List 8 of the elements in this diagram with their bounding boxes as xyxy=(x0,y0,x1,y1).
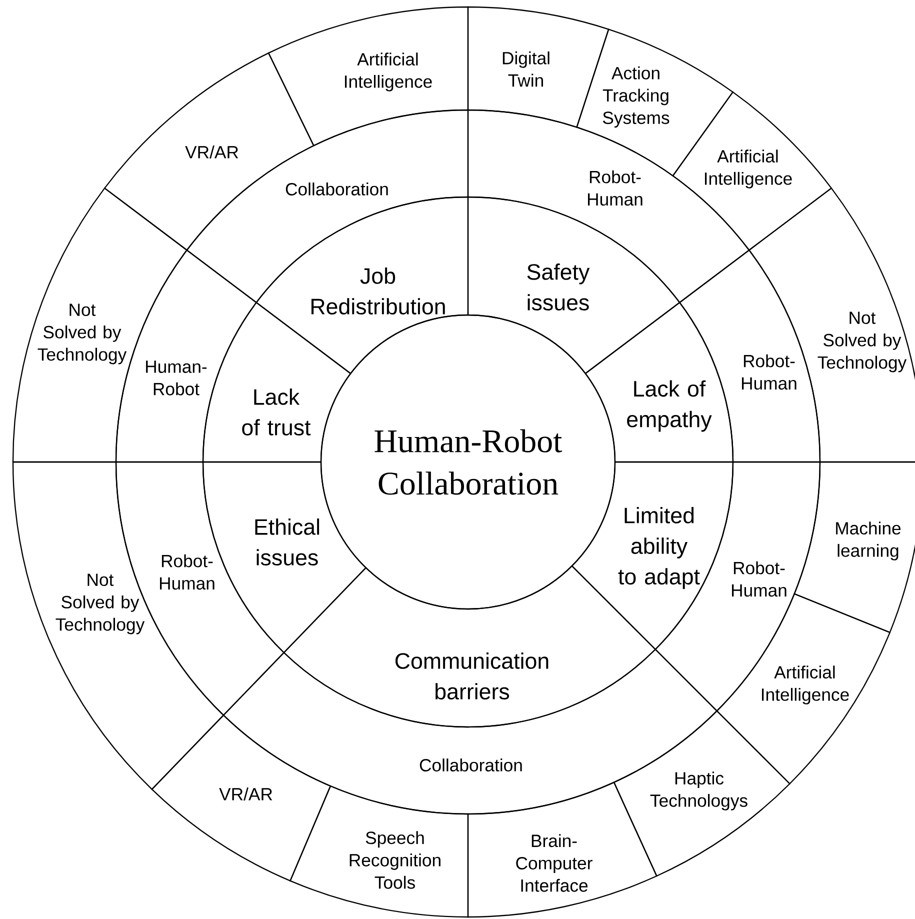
ring-segment: Machine learning xyxy=(794,461,915,634)
node-label: Human-Robot Collaboration xyxy=(374,429,562,495)
ring-segment: Haptic Technologys xyxy=(613,710,790,877)
ring-segment: Artificial Intelligence xyxy=(268,6,469,146)
ring-segment: VR/AR xyxy=(151,714,332,882)
ring-segment: Job Redistribution xyxy=(256,196,469,374)
ring-segment: Speech Recognition Tools xyxy=(290,785,469,918)
ring-segment: Artificial Intelligence xyxy=(672,91,832,251)
